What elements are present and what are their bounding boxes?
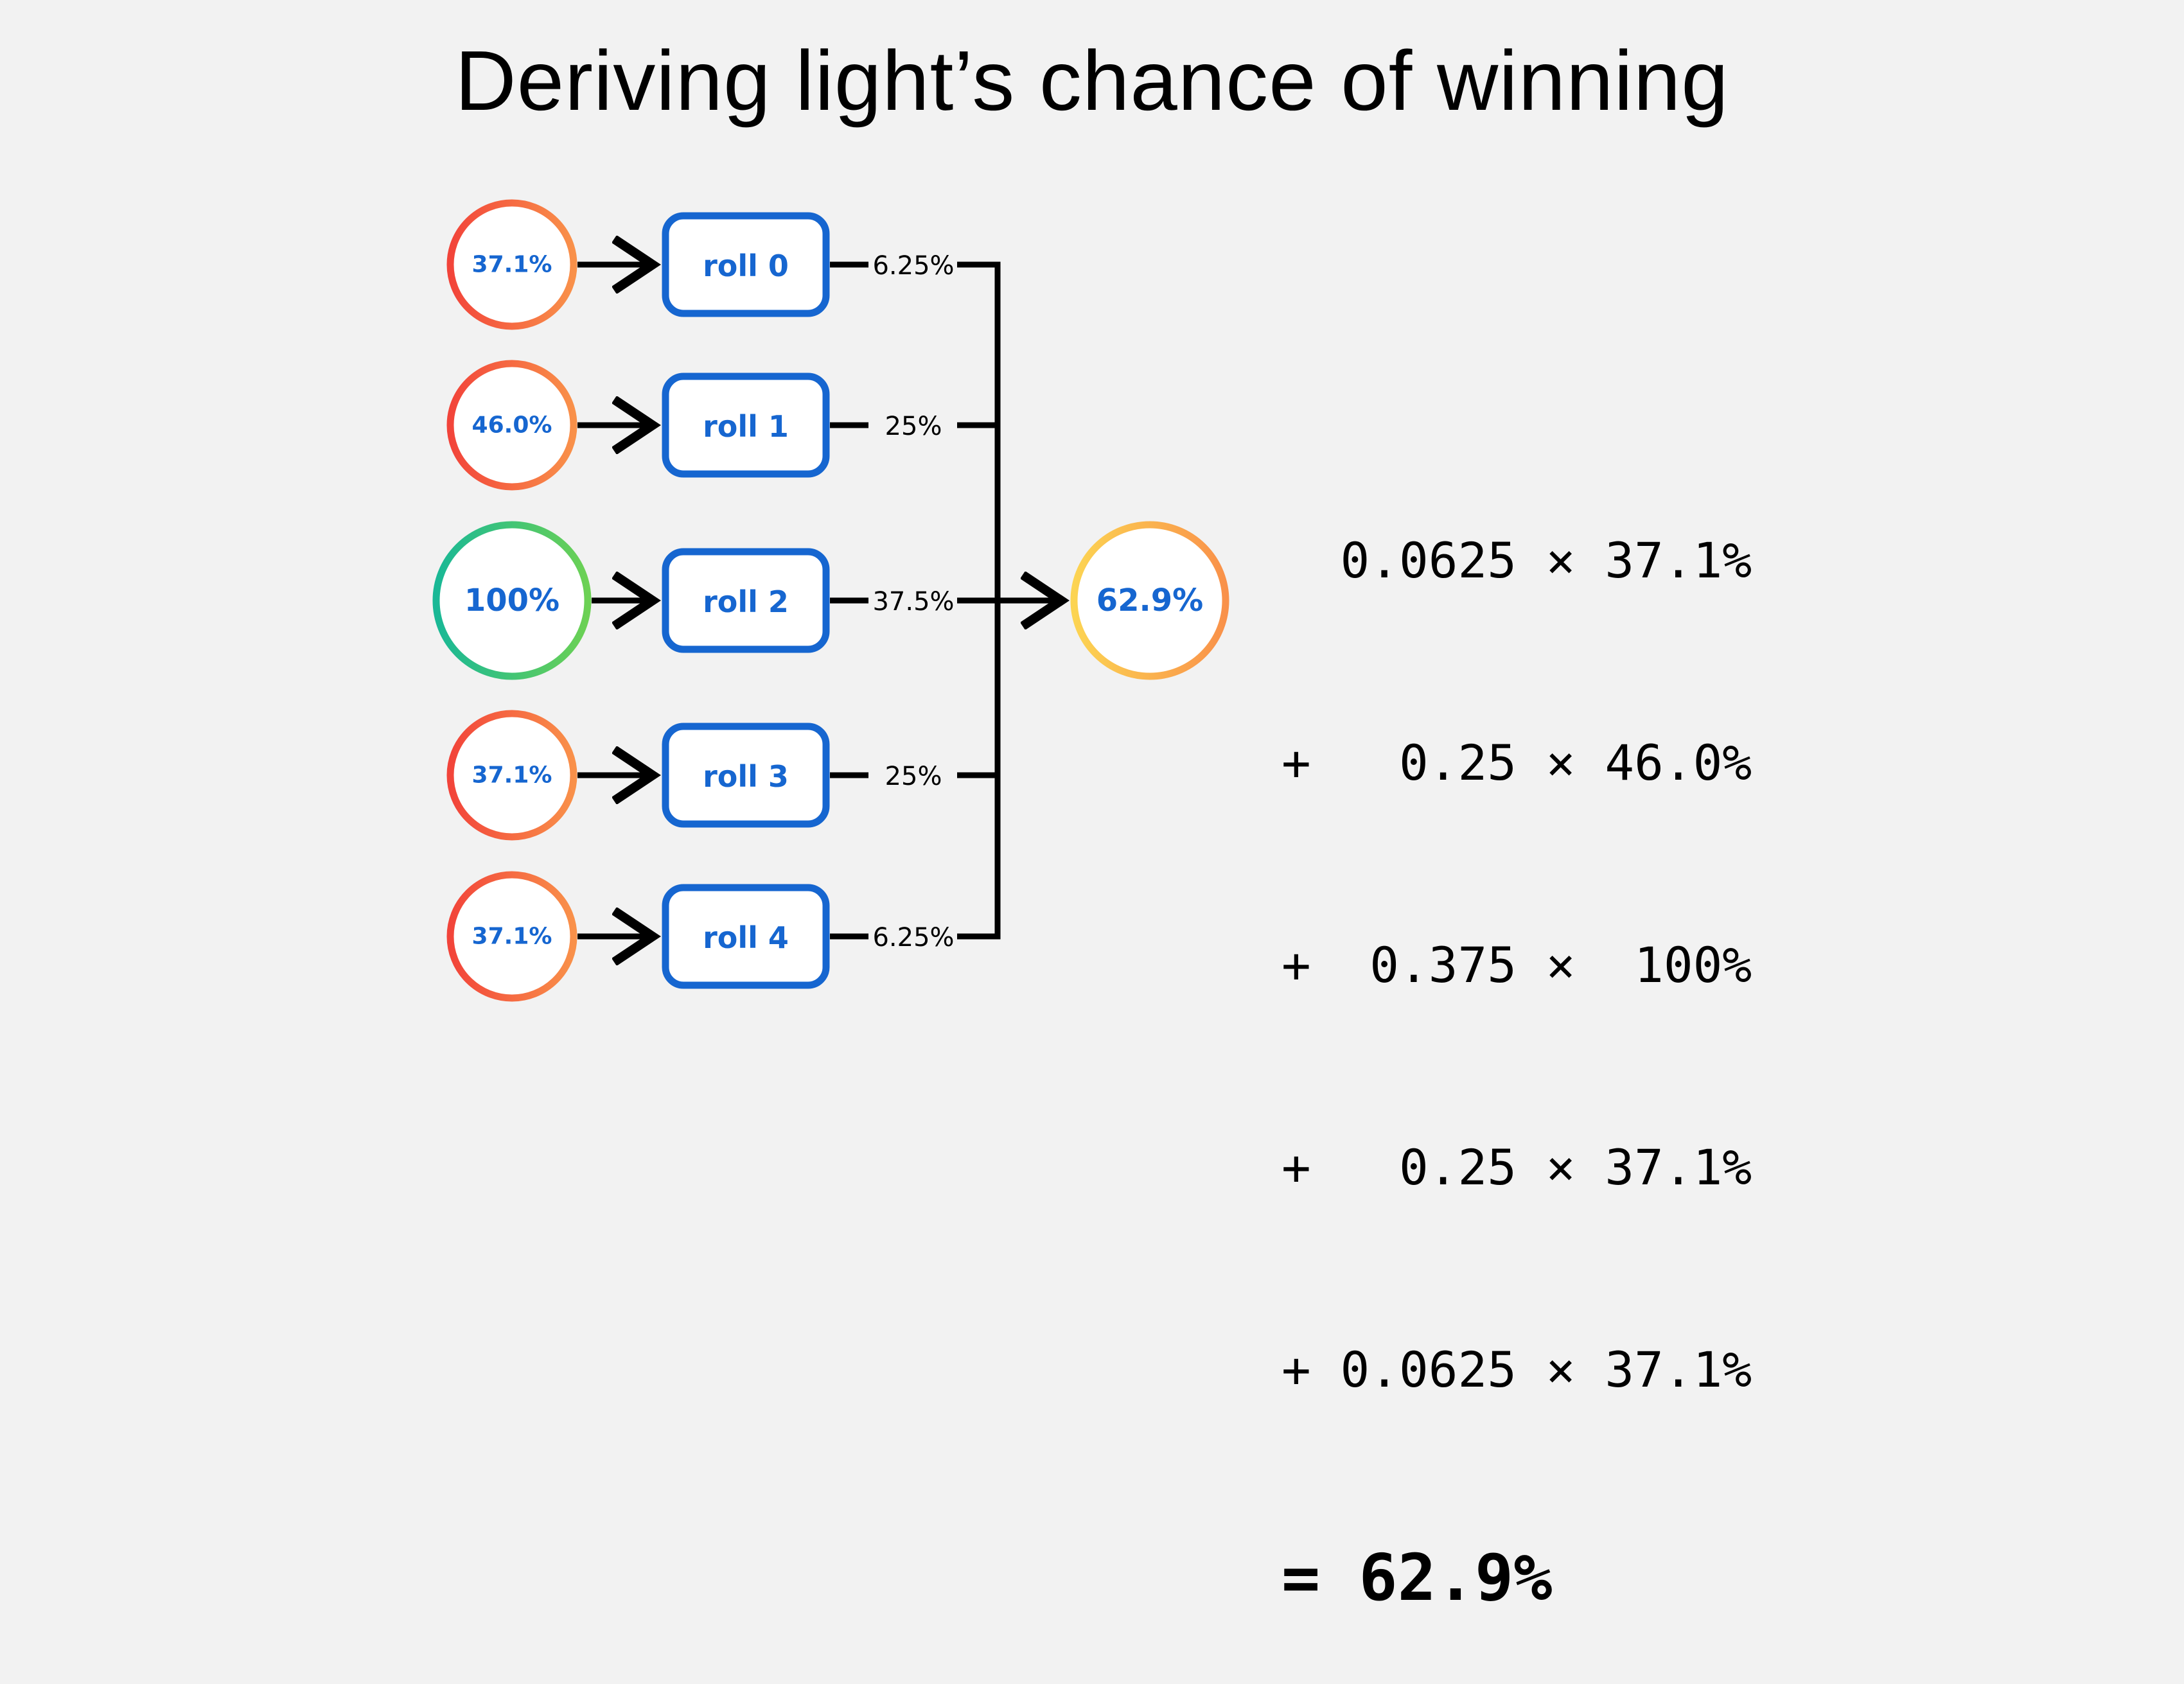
roll-box <box>662 212 830 317</box>
roll-box <box>662 373 830 478</box>
roll-probability-label: 37.5% <box>872 587 954 617</box>
roll-label: roll 4 <box>703 920 789 955</box>
result-circle <box>1070 521 1229 680</box>
formula-line: + 0.25 × 46.0% <box>1281 734 1752 791</box>
roll-probability-label: 25% <box>885 412 942 441</box>
result-label: 62.9% <box>1096 583 1204 618</box>
roll-box <box>662 884 830 989</box>
roll-probability-label: 6.25% <box>872 923 954 952</box>
roll-label: roll 0 <box>703 249 789 283</box>
input-probability-label: 37.1% <box>472 252 552 278</box>
roll-label: roll 3 <box>703 759 789 794</box>
input-probability-circle <box>446 360 577 491</box>
roll-box <box>662 548 830 653</box>
weighted-sum-formula: 0.0625 × 37.1% + 0.25 × 46.0% + 0.375 × … <box>1281 392 1752 1684</box>
input-probability-label: 100% <box>464 583 559 618</box>
formula-total: = 62.9% <box>1281 1540 1553 1615</box>
input-probability-circle <box>432 521 592 680</box>
roll-probability-label: 6.25% <box>872 251 954 281</box>
formula-line: + 0.0625 × 37.1% <box>1281 1341 1752 1398</box>
input-probability-circle <box>446 710 577 841</box>
input-probability-label: 46.0% <box>472 412 552 439</box>
formula-line: + 0.375 × 100% <box>1281 936 1752 994</box>
input-probability-label: 37.1% <box>472 924 552 950</box>
roll-box <box>662 723 830 828</box>
probability-tree: 37.1% roll 0 6.25% 46.0% roll 1 25% 100% roll 2… <box>432 199 1229 1002</box>
formula-line: + 0.25 × 37.1% <box>1281 1139 1752 1196</box>
diagram-title: Deriving light’s chance of winning <box>455 33 1729 128</box>
roll-probability-label: 25% <box>885 762 942 791</box>
roll-label: roll 2 <box>703 584 789 619</box>
formula-line: 0.0625 × 37.1% <box>1281 532 1752 589</box>
input-probability-label: 37.1% <box>472 762 552 789</box>
input-probability-circle <box>446 199 577 330</box>
input-probability-circle <box>446 871 577 1002</box>
roll-label: roll 1 <box>703 409 789 444</box>
